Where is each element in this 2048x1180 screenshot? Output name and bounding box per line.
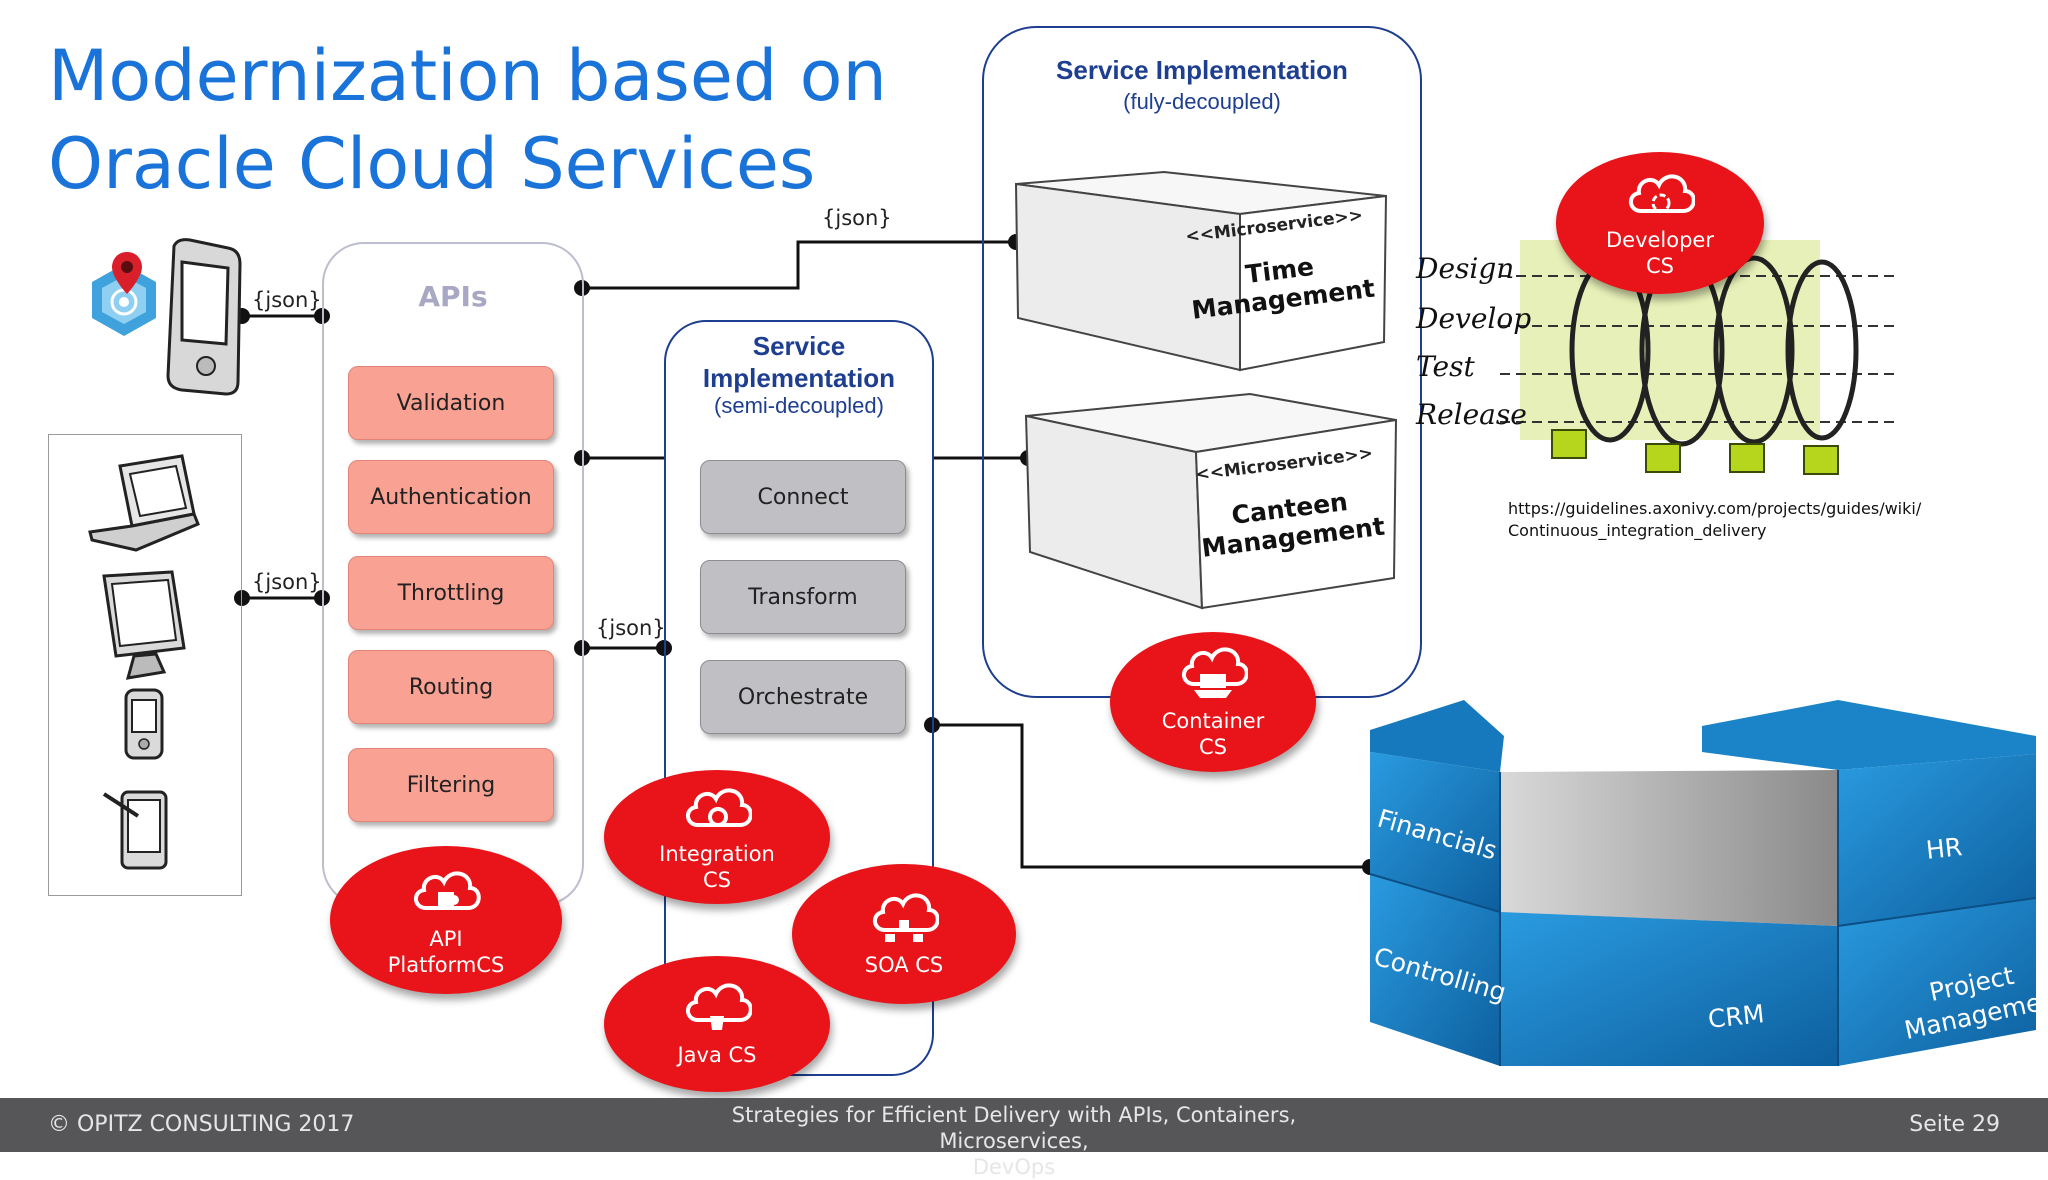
- api-filtering[interactable]: Filtering: [348, 748, 554, 822]
- client-devices-box: [48, 434, 242, 896]
- microservice-box-shape: [1014, 170, 1388, 372]
- microservice-box-shape: [1024, 392, 1398, 610]
- semi-orchestrate[interactable]: Orchestrate: [700, 660, 906, 734]
- semi-decoupled-panel: [664, 320, 934, 1076]
- semi-heading-line-2: Implementation: [702, 363, 896, 393]
- api-platform-line-2: PlatformCS: [387, 953, 505, 977]
- semi-heading-line-1: Service: [752, 331, 846, 361]
- title-line-2: Oracle Cloud Services: [48, 123, 816, 205]
- java-cs-badge: Java CS: [604, 956, 830, 1092]
- smartphone-icon: [156, 232, 246, 402]
- fully-heading: Service Implementation: [1056, 55, 1348, 85]
- footer-subtitle: Strategies for Efficient Delivery with A…: [664, 1102, 1364, 1180]
- cloud-container-icon: [1182, 647, 1248, 698]
- page-title: Modernization based on Oracle Cloud Serv…: [48, 32, 887, 208]
- developer-line-2: CS: [1646, 254, 1674, 278]
- cloud-puzzle-icon: [414, 871, 481, 910]
- source-url-line-1: https://guidelines.axonivy.com/projects/…: [1508, 499, 1922, 518]
- api-routing[interactable]: Routing: [348, 650, 554, 724]
- tablet-icon: [98, 776, 178, 876]
- module-crm[interactable]: CRM: [1706, 999, 1766, 1034]
- integration-cs-badge: Integration CS: [604, 770, 830, 904]
- erp-cube-graphic: [1369, 700, 2036, 1066]
- semi-connect[interactable]: Connect: [700, 460, 906, 534]
- developer-line-1: Developer: [1605, 228, 1714, 252]
- api-platform-cs-badge: API PlatformCS: [330, 846, 562, 994]
- devops-stage-release: Release: [1416, 398, 1527, 431]
- soa-cs-badge: SOA CS: [792, 864, 1016, 1004]
- microservice-time-management[interactable]: <<Microservice>> Time Management: [1014, 170, 1394, 380]
- map-pin-icon: [110, 250, 144, 296]
- cloud-java-icon: [686, 983, 752, 1030]
- footer-subtitle-line-1: Strategies for Efficient Delivery with A…: [731, 1103, 1297, 1153]
- container-line-1: Container: [1161, 709, 1265, 733]
- cloud-gear-icon: [686, 788, 752, 827]
- integration-line-2: CS: [703, 868, 731, 892]
- semi-heading: Service Implementation: [664, 330, 934, 394]
- api-validation[interactable]: Validation: [348, 366, 554, 440]
- footer-bar: © OPITZ CONSULTING 2017 Strategies for E…: [0, 1098, 2048, 1179]
- devops-stage-develop: Develop: [1416, 302, 1532, 335]
- json-label-mobile: {json}: [252, 288, 322, 312]
- footer-subtitle-line-2: DevOps: [972, 1155, 1056, 1179]
- microservice-canteen-management[interactable]: <<Microservice>> Canteen Management: [1024, 392, 1404, 612]
- semi-transform[interactable]: Transform: [700, 560, 906, 634]
- container-cs-badge: Container CS: [1110, 632, 1316, 772]
- location-sensor-icon: [84, 258, 164, 338]
- devops-stage-design: Design: [1416, 252, 1515, 285]
- mobile-phone-icon: [122, 686, 168, 764]
- footer-page-number: Seite 29: [1909, 1112, 2000, 1137]
- cloud-cycle-icon: [1629, 174, 1695, 213]
- api-platform-line-1: API: [429, 927, 463, 951]
- devops-source-link[interactable]: https://guidelines.axonivy.com/projects/…: [1508, 498, 1921, 542]
- module-hr[interactable]: HR: [1924, 832, 1964, 865]
- devops-stage-test: Test: [1416, 350, 1475, 383]
- source-url-line-2: Continuous_integration_delivery: [1508, 521, 1767, 540]
- api-throttling[interactable]: Throttling: [348, 556, 554, 630]
- erp-modules-cube: Financials HR Controlling CRM Project Ma…: [1368, 700, 2048, 1066]
- monitor-icon: [98, 568, 190, 686]
- title-line-1: Modernization based on: [48, 35, 887, 117]
- soa-line-1: SOA CS: [864, 953, 944, 977]
- json-label-semi: {json}: [596, 616, 666, 640]
- api-authentication[interactable]: Authentication: [348, 460, 554, 534]
- fully-subheading: (fuly-decoupled): [1123, 89, 1281, 114]
- java-line-1: Java CS: [677, 1043, 757, 1067]
- integration-line-1: Integration: [659, 842, 775, 866]
- json-label-devices: {json}: [252, 570, 322, 594]
- cloud-network-icon: [873, 893, 939, 942]
- footer-copyright: © OPITZ CONSULTING 2017: [48, 1112, 355, 1137]
- semi-subheading: (semi-decoupled): [714, 393, 884, 418]
- laptop-icon: [86, 452, 206, 562]
- apis-heading: APIs: [418, 280, 488, 313]
- json-label-microservice: {json}: [822, 206, 892, 230]
- developer-cs-badge: Developer CS: [1556, 152, 1764, 294]
- container-line-2: CS: [1199, 735, 1227, 759]
